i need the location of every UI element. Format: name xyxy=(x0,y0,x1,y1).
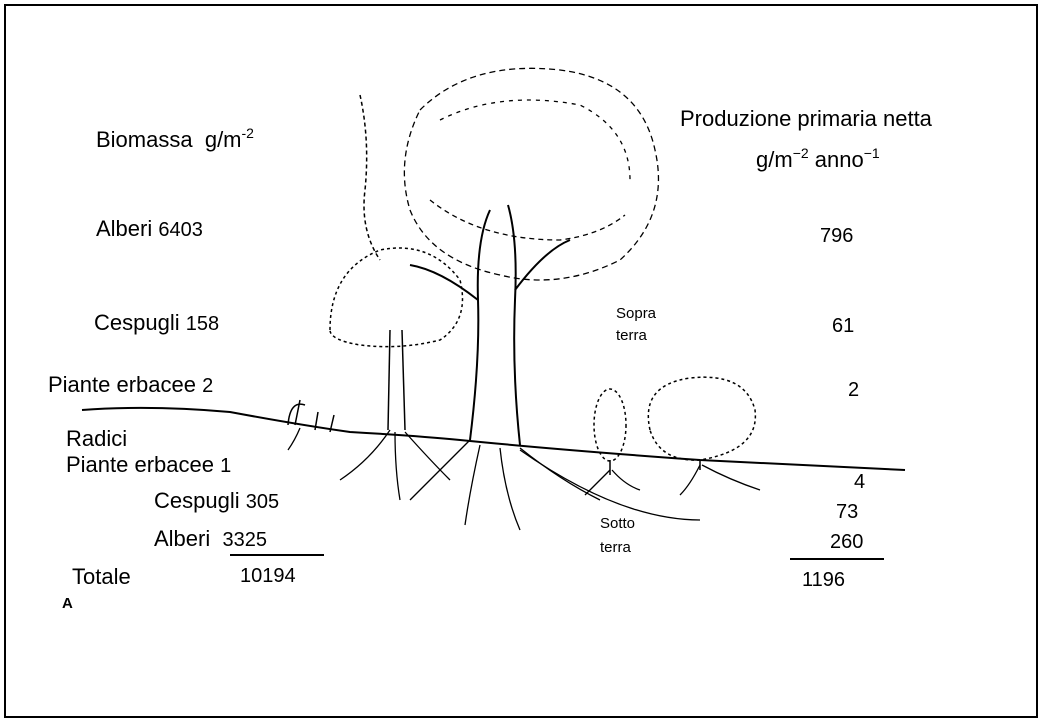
biomass-total-value: 10194 xyxy=(240,565,296,587)
production-unit-exp1: −2 xyxy=(792,145,809,161)
roots xyxy=(287,427,761,531)
value-root-cespugli: 305 xyxy=(245,491,280,513)
figure-frame xyxy=(4,4,1038,718)
biomass-total-label: Totale xyxy=(72,564,131,589)
label-root-erbacee: Piante erbacee xyxy=(66,452,214,477)
production-title: Produzione primaria netta xyxy=(680,106,932,131)
production-sum-rule xyxy=(790,558,884,560)
value-alberi: 6403 xyxy=(158,219,203,241)
biomass-title: Biomassa g/m-2 xyxy=(96,126,254,151)
production-cespugli: 61 xyxy=(832,315,855,337)
above-alberi: Alberi 6403 xyxy=(96,216,203,241)
sotto-label-2: terra xyxy=(600,539,631,556)
value-root-erbacee: 1 xyxy=(220,455,232,477)
production-root-alberi: 260 xyxy=(830,531,864,553)
below-alberi: Alberi 3325 xyxy=(154,526,267,551)
panel-letter: A xyxy=(62,595,73,612)
label-erbacee: Piante erbacee xyxy=(48,372,196,397)
biomass-unit: g/m xyxy=(204,127,242,152)
production-unit: g/m−2 anno−1 xyxy=(756,146,880,171)
below-erbacee: Piante erbacee 1 xyxy=(66,452,232,477)
label-alberi: Alberi xyxy=(96,216,153,241)
small-shrubs xyxy=(593,376,757,475)
production-alberi: 796 xyxy=(820,225,854,247)
sotto-label-1: Sotto xyxy=(600,515,636,532)
grass-tuft xyxy=(287,399,335,433)
large-tree-trunk xyxy=(409,204,571,446)
below-cespugli: Cespugli 305 xyxy=(154,488,280,513)
large-tree-canopy xyxy=(403,67,660,281)
label-cespugli: Cespugli xyxy=(94,310,180,335)
above-erbacee: Piante erbacee 2 xyxy=(48,372,214,397)
production-erbacee: 2 xyxy=(848,379,860,401)
sopra-label-1: Sopra xyxy=(616,305,657,322)
biomass-title-text: Biomassa xyxy=(96,127,193,152)
left-tree xyxy=(329,94,464,431)
production-root-cespugli: 73 xyxy=(836,501,859,523)
value-root-alberi: 3325 xyxy=(222,529,267,551)
above-cespugli: Cespugli 158 xyxy=(94,310,220,335)
production-unit-exp2: −1 xyxy=(863,145,880,161)
value-erbacee: 2 xyxy=(202,375,214,397)
sopra-label-2: terra xyxy=(616,327,647,344)
ground-line xyxy=(81,406,906,471)
value-cespugli: 158 xyxy=(185,313,220,335)
production-total: 1196 xyxy=(802,569,846,591)
production-unit-base: g/m xyxy=(756,147,793,172)
biomass-sum-rule xyxy=(230,554,324,556)
production-unit-anno: anno xyxy=(814,147,864,172)
production-root-erbacee: 4 xyxy=(854,471,866,493)
label-root-cespugli: Cespugli xyxy=(154,488,240,513)
roots-header: Radici xyxy=(66,426,128,451)
biomass-unit-exp: -2 xyxy=(241,125,254,141)
label-root-alberi: Alberi xyxy=(154,526,211,551)
